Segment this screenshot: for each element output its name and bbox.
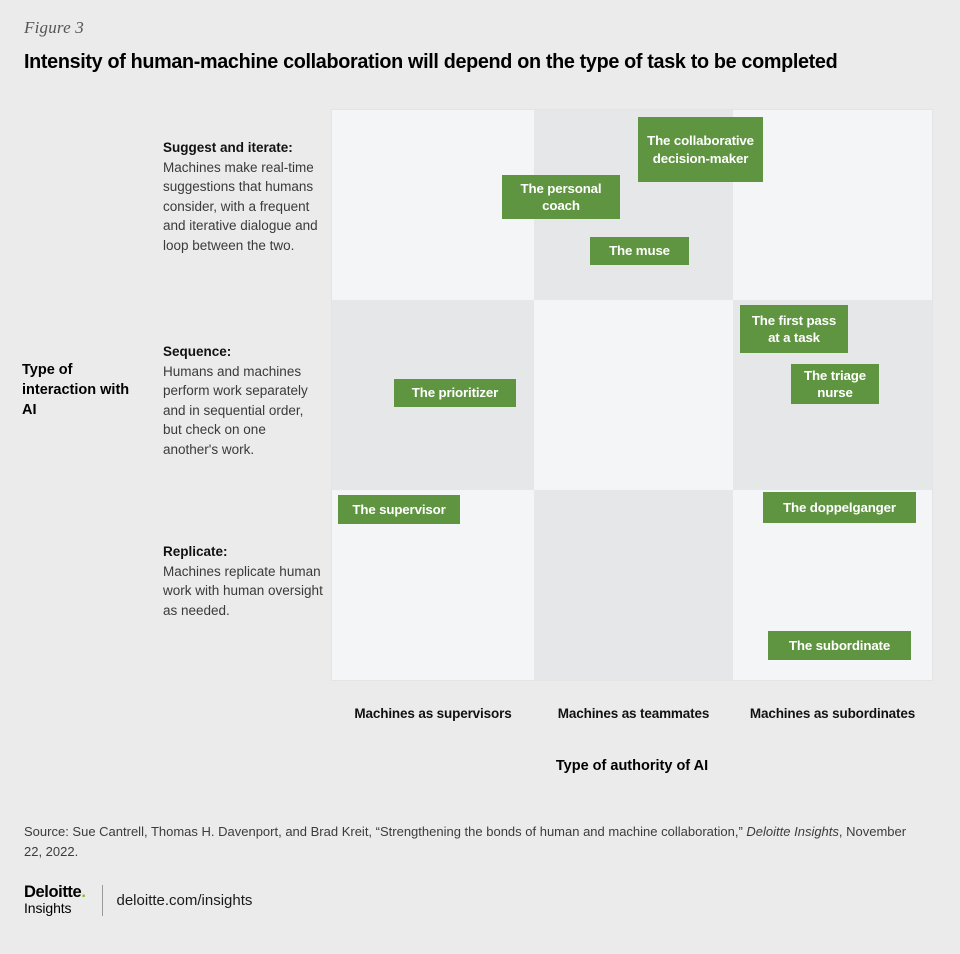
x-category-machines-as-supervisors: Machines as supervisors (354, 706, 512, 721)
label-box-the-muse: The muse (590, 237, 689, 265)
y-category-heading: Suggest and iterate: (163, 140, 293, 155)
matrix-cell-r2c1 (534, 490, 733, 680)
y-category-heading: Sequence: (163, 344, 232, 359)
label-box-the-prioritizer: The prioritizer (394, 379, 516, 407)
y-category-sequence: Sequence: Humans and machines perform wo… (163, 342, 323, 459)
label-box-the-personal-coach: The personal coach (502, 175, 620, 219)
x-category-machines-as-subordinates: Machines as subordinates (749, 706, 916, 721)
y-category-description: Machines make real-time suggestions that… (163, 159, 318, 253)
logo-name: Deloitte (24, 883, 82, 902)
x-axis-title: Type of authority of AI (555, 758, 709, 774)
logo-dot-icon: . (81, 883, 86, 902)
figure-number: Figure 3 (24, 18, 84, 37)
figure-title: Intensity of human-machine collaboration… (24, 50, 838, 73)
y-category-replicate: Replicate: Machines replicate human work… (163, 542, 323, 620)
source-prefix: Source: Sue Cantrell, Thomas H. Davenpor… (24, 824, 747, 839)
matrix-cell-r1c1 (534, 300, 733, 490)
label-box-the-collaborative-decision-maker: The collaborative decision-maker (638, 117, 763, 182)
logo-url[interactable]: deloitte.com/insights (116, 891, 253, 909)
y-category-description: Machines replicate human work with human… (163, 563, 323, 618)
y-category-heading: Replicate: (163, 544, 228, 559)
label-box-the-first-pass-at-a-task: The first pass at a task (740, 305, 848, 353)
matrix-cell-r0c0 (332, 110, 534, 300)
source-suffix: , November 22, 2022. (24, 824, 907, 860)
source-note: Source: Sue Cantrell, Thomas H. Davenpor… (24, 822, 914, 862)
label-box-the-subordinate: The subordinate (768, 631, 911, 660)
logo-divider (101, 884, 103, 916)
x-category-machines-as-teammates: Machines as teammates (557, 706, 710, 721)
label-box-the-triage-nurse: The triage nurse (791, 364, 879, 404)
y-category-description: Humans and machines perform work separat… (163, 363, 308, 457)
logo-wordmark: Deloitte. Insights (24, 884, 86, 916)
y-axis-title: Type of interaction with AI (22, 362, 130, 418)
label-box-the-doppelganger: The doppelganger (763, 492, 916, 523)
label-box-the-supervisor: The supervisor (338, 495, 460, 524)
y-category-suggest-and-iterate: Suggest and iterate: Machines make real-… (163, 138, 323, 255)
source-publication: Deloitte Insights (746, 824, 839, 839)
deloitte-insights-logo: Deloitte. Insights deloitte.com/insights (24, 880, 252, 920)
logo-subtitle: Insights (24, 900, 72, 917)
matrix-cell-r0c2 (733, 110, 932, 300)
